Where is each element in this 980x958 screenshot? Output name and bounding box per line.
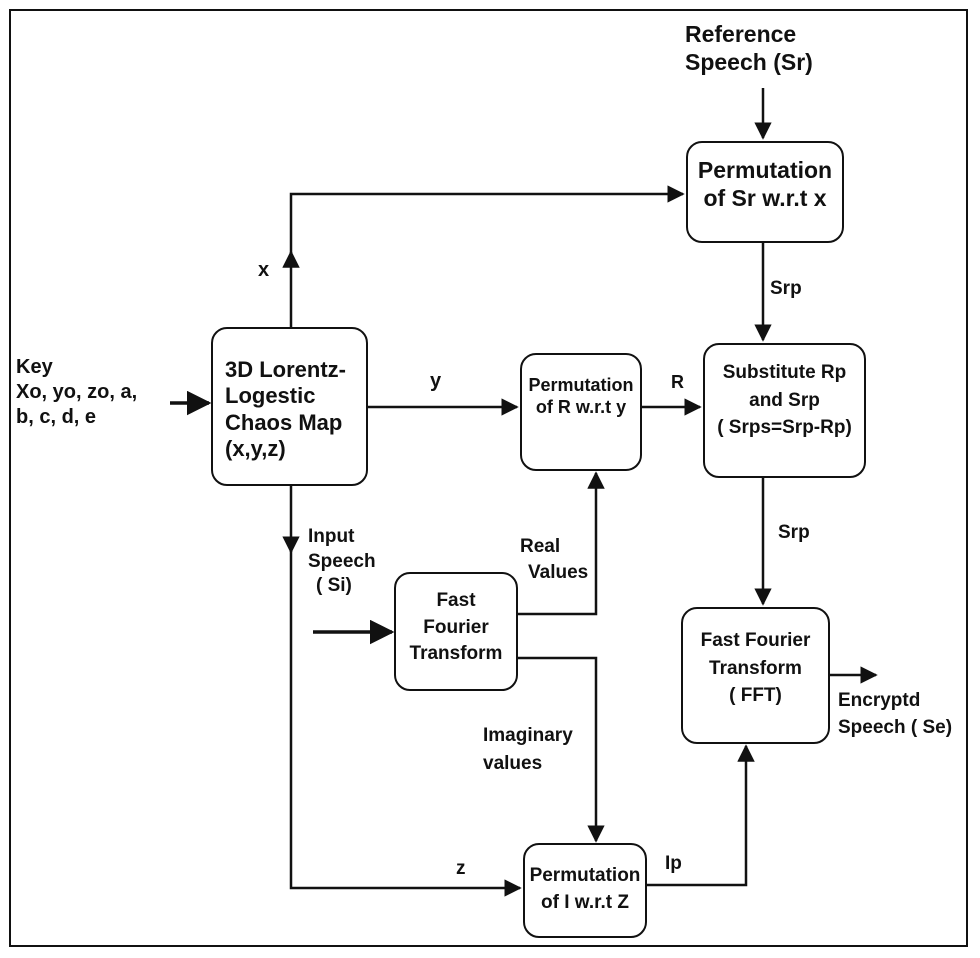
permutation-sr-box: Permutation of Sr w.r.t x [686,141,844,243]
fft-input-box: Fast Fourier Transform [394,572,518,691]
key-label: Key Xo, yo, zo, a, b, c, d, e [16,356,138,428]
edge-label-srp-bottom: Srp [778,522,810,543]
reference-speech-label: Reference Speech (Sr) [685,21,813,75]
input-speech-label: Input Speech ( Si) [308,526,376,597]
arrow-ip-to-fft [647,744,755,887]
edge-label-z: z [456,858,466,879]
edge-label-srp-top: Srp [770,278,802,299]
fft-output-label: Fast Fourier Transform ( FFT) [700,630,811,707]
arrow-imaginary-to-perm-i [518,656,605,843]
arrow-real-to-perm-r [518,471,605,616]
edge-label-ip: Ip [665,853,682,874]
substitute-box: Substitute Rp and Srp ( Srps=Srp-Rp) [703,343,866,478]
permutation-sr-label: Permutation of Sr w.r.t x [697,157,833,211]
real-values-label: Real Values [520,536,589,583]
edge-label-r: R [671,372,684,392]
fft-input-label: Fast Fourier Transform [409,590,503,665]
edge-label-x: x [258,259,270,281]
lorentz-chaos-map-label: 3D Lorentz- Logestic Chaos Map (x,y,z) [225,357,346,462]
edge-label-y: y [430,370,442,392]
diagram-frame [9,9,968,947]
lorentz-chaos-map-box: 3D Lorentz- Logestic Chaos Map (x,y,z) [211,327,368,486]
fft-output-box: Fast Fourier Transform ( FFT) [681,607,830,744]
arrow-x-to-perm-sr [289,185,685,258]
substitute-label: Substitute Rp and Srp ( Srps=Srp-Rp) [717,362,852,439]
permutation-r-box: Permutation of R w.r.t y [520,353,642,471]
permutation-i-box: Permutation of I w.r.t Z [523,843,647,938]
arrow-z-to-perm-i [289,550,522,897]
permutation-i-label: Permutation of I w.r.t Z [529,865,641,913]
encrypted-speech-label: Encryptd Speech ( Se) [838,690,953,738]
permutation-r-label: Permutation of R w.r.t y [528,375,634,417]
imaginary-values-label: Imaginary values [483,725,573,774]
